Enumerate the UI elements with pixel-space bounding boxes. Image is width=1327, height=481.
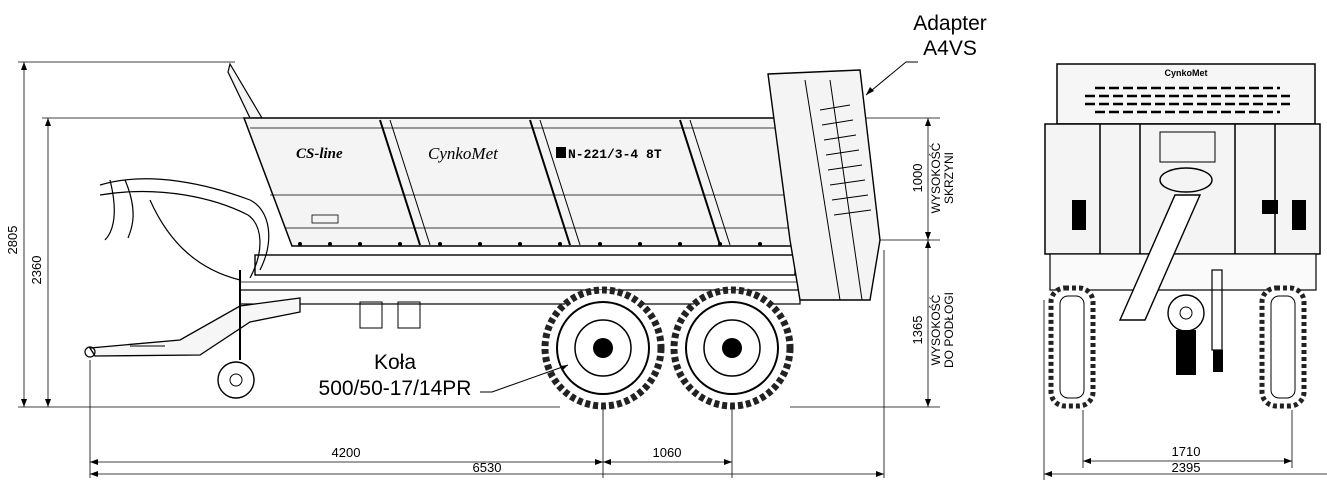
wheels-label-1: Koła — [374, 351, 416, 374]
floor-height-caption-1: WYSOKOŚĆ — [928, 294, 943, 365]
track-width-label: 1710 — [1172, 444, 1201, 459]
wheels-callout: Koła 500/50-17/14PR — [319, 351, 569, 400]
tire-front — [541, 286, 665, 410]
axle-spacing-label: 1060 — [653, 445, 682, 460]
trailer-side-view: CS-line CynkoMet N-221/3-4 8T — [84, 62, 881, 410]
rear-grille — [1085, 86, 1290, 114]
rear-badge: CynkoMet — [1164, 68, 1207, 78]
rear-springs — [1072, 200, 1306, 230]
model-badge-mark — [556, 147, 566, 158]
adapter-callout: Adapter A4VS — [865, 12, 987, 96]
total-height-label: 2805 — [5, 226, 20, 255]
width-dimensions: 1710 2395 — [1043, 300, 1327, 480]
height-dimensions-left: 2805 2360 — [5, 61, 560, 408]
box-height-caption-2: SKRZYNI — [942, 152, 956, 204]
floor-height-caption-2: DO PODŁOGI — [942, 292, 956, 368]
floor-height-value: 1365 — [910, 316, 925, 345]
total-length-label: 6530 — [473, 460, 502, 475]
adapter-label-1: Adapter — [913, 12, 987, 35]
box-height-value: 1000 — [910, 164, 925, 193]
box-height-caption-1: WYSOKOŚĆ — [928, 142, 943, 213]
rear-tire-right — [1259, 285, 1307, 409]
trailer-rear-view: CynkoMet — [1044, 63, 1321, 409]
hitch-to-axle-label: 4200 — [332, 445, 361, 460]
total-width-label: 2395 — [1172, 460, 1201, 475]
cynkomet-logo: CynkoMet — [428, 144, 499, 163]
model-label: N-221/3-4 8T — [568, 147, 662, 162]
rear-tire-left — [1048, 285, 1096, 409]
bolt-row — [298, 242, 762, 246]
beater-spirals — [819, 104, 872, 216]
length-dimensions: 4200 1060 6530 — [89, 250, 885, 478]
cs-line-logo: CS-line — [296, 146, 343, 162]
wheels-label-2: 500/50-17/14PR — [319, 377, 472, 400]
adapter-label-2: A4VS — [923, 37, 977, 60]
box-top-height-label: 2360 — [29, 256, 44, 285]
tire-rear — [670, 286, 794, 410]
